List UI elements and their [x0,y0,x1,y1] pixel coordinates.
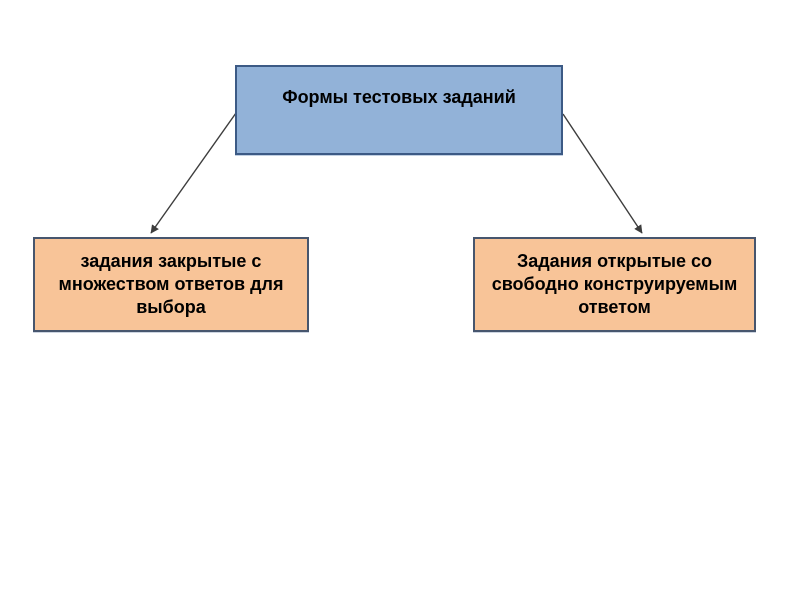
node-root: Формы тестовых заданий [235,65,563,155]
connector-root-to-left [150,112,237,234]
connector-root-to-right [562,113,643,234]
node-child-right-label: Задания открытые со свободно конструируе… [491,251,738,317]
node-child-left: задания закрытые с множеством ответов дл… [33,237,309,332]
node-child-right: Задания открытые со свободно конструируе… [473,237,756,332]
node-child-left-label: задания закрытые с множеством ответов дл… [58,251,284,317]
node-root-label: Формы тестовых заданий [282,87,516,107]
